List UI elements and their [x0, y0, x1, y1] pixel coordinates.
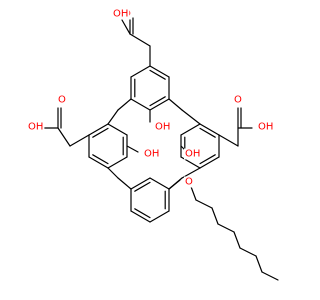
chain-6 — [239, 247, 257, 257]
label-carboxyl-left-oh: OH — [28, 122, 43, 133]
ring-top-bond-2 — [149, 98, 170, 111]
ring-left-double-5 — [92, 127, 109, 138]
ring-top-bond-5 — [130, 65, 151, 78]
label-ether-o: O — [185, 177, 193, 188]
label-background — [143, 148, 161, 160]
label-background — [57, 94, 67, 106]
label-phenol-oh-right: OH — [185, 149, 200, 160]
ring-left-double-3 — [92, 154, 109, 165]
ring-top-bond-0 — [149, 65, 170, 78]
bridge-top-left-a — [117, 98, 132, 111]
ring-right-double-2 — [199, 154, 216, 165]
bridge-right-bottom-a — [181, 167, 201, 179]
bonds — [41, 17, 279, 281]
chain-7 — [255, 255, 263, 273]
bridge-left-bottom-a — [107, 167, 119, 179]
ring-bottom-bond-3 — [130, 210, 151, 223]
label-background — [112, 8, 130, 20]
chain-4 — [217, 223, 235, 233]
label-background — [233, 94, 243, 106]
chain-5 — [233, 231, 241, 249]
phenol-left-o — [126, 145, 139, 153]
ring-right-bond-2 — [199, 156, 220, 169]
ring-top-double-2 — [149, 96, 166, 107]
left-c — [57, 127, 71, 147]
atom-labels: O OH OH O O OH OH OH OH O — [27, 8, 275, 188]
ring-bottom-bond-2 — [149, 210, 170, 223]
left-ch2 — [69, 134, 90, 147]
chain-2 — [195, 199, 213, 209]
label-carboxyl-right-carbonyl-o: O — [234, 95, 242, 106]
label-background — [257, 121, 275, 133]
bridge-left-bottom-b — [117, 177, 132, 190]
ring-right-double-0 — [199, 127, 216, 138]
ring-left-bond-2 — [107, 156, 128, 169]
bridge-top-left-b — [107, 109, 119, 125]
label-background — [27, 121, 45, 133]
ring-right-bond-0 — [199, 123, 220, 136]
ring-bottom-bond-0 — [149, 177, 170, 190]
top-c-oh — [121, 19, 131, 35]
ring-bottom-bond-5 — [130, 177, 151, 190]
label-background — [184, 148, 202, 160]
top-c-cooh — [129, 33, 151, 47]
ring-top-bond-3 — [130, 98, 151, 111]
bridge-top-right-b — [181, 109, 201, 125]
bridge-top-right-a — [168, 98, 183, 111]
ring-right-bond-5 — [180, 123, 201, 136]
right-ch2 — [218, 134, 239, 147]
ring-bottom-double-5 — [134, 181, 151, 192]
chain-8 — [261, 271, 279, 281]
ether-bond — [168, 179, 181, 190]
ring-left-bond-5 — [88, 123, 109, 136]
label-background — [184, 176, 194, 188]
ring-bottom-double-3 — [134, 208, 151, 219]
label-carboxyl-top-oh: OH — [113, 9, 128, 20]
label-phenol-oh-top: OH — [155, 122, 170, 133]
label-carboxyl-right-oh: OH — [258, 122, 273, 133]
label-phenol-oh-mid: OH — [144, 149, 159, 160]
ring-top-double-0 — [149, 69, 166, 80]
chain-3 — [211, 207, 219, 225]
label-background — [154, 121, 172, 133]
chemical-structure: O OH OH O O OH OH OH OH O — [27, 8, 279, 281]
label-carboxyl-left-carbonyl-o: O — [58, 95, 66, 106]
ring-left-bond-0 — [107, 123, 128, 136]
ring-left-bond-3 — [88, 156, 109, 169]
